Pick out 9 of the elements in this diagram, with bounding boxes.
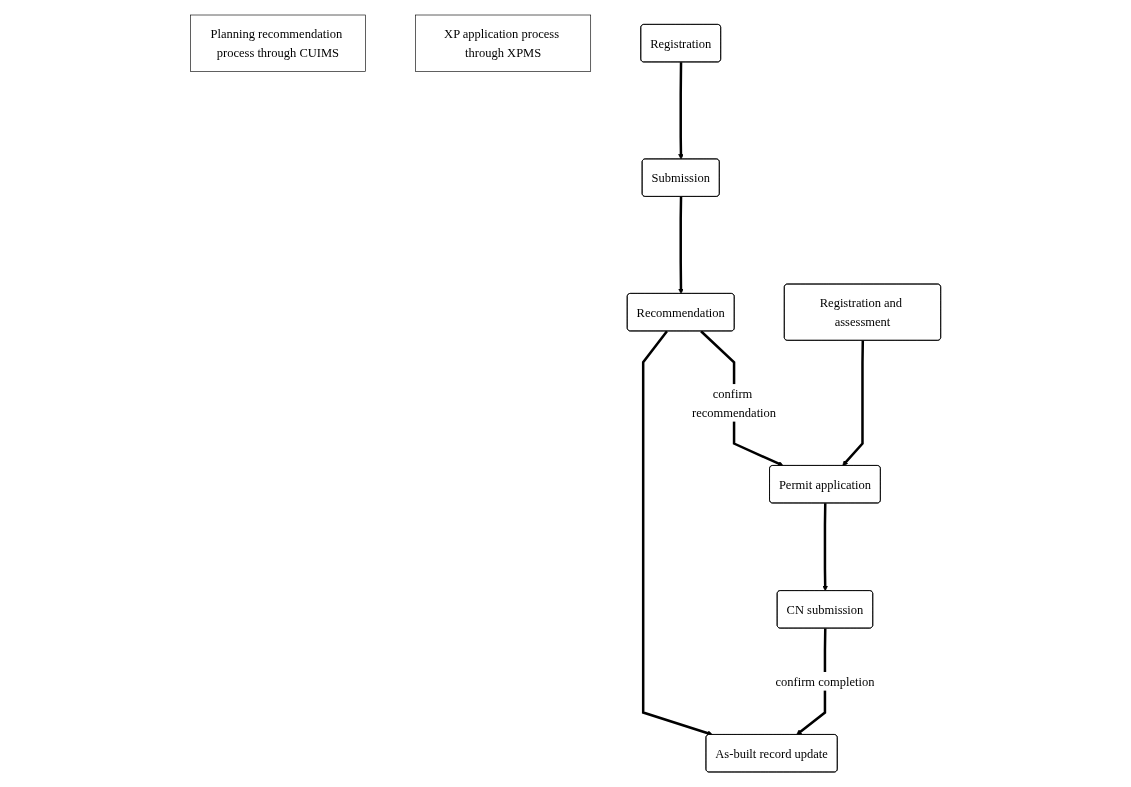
arrow bbox=[678, 196, 684, 294]
node-box: XP application process through XPMS bbox=[415, 14, 592, 72]
edge-label: confirm completion bbox=[775, 674, 875, 689]
node-box: Planning recommendation process through CUIMS bbox=[190, 14, 366, 72]
arrow bbox=[822, 503, 828, 592]
edge-label: confirm recommendation bbox=[692, 386, 777, 420]
arrow bbox=[641, 330, 713, 736]
arrow bbox=[842, 340, 865, 466]
arrow bbox=[678, 62, 684, 160]
